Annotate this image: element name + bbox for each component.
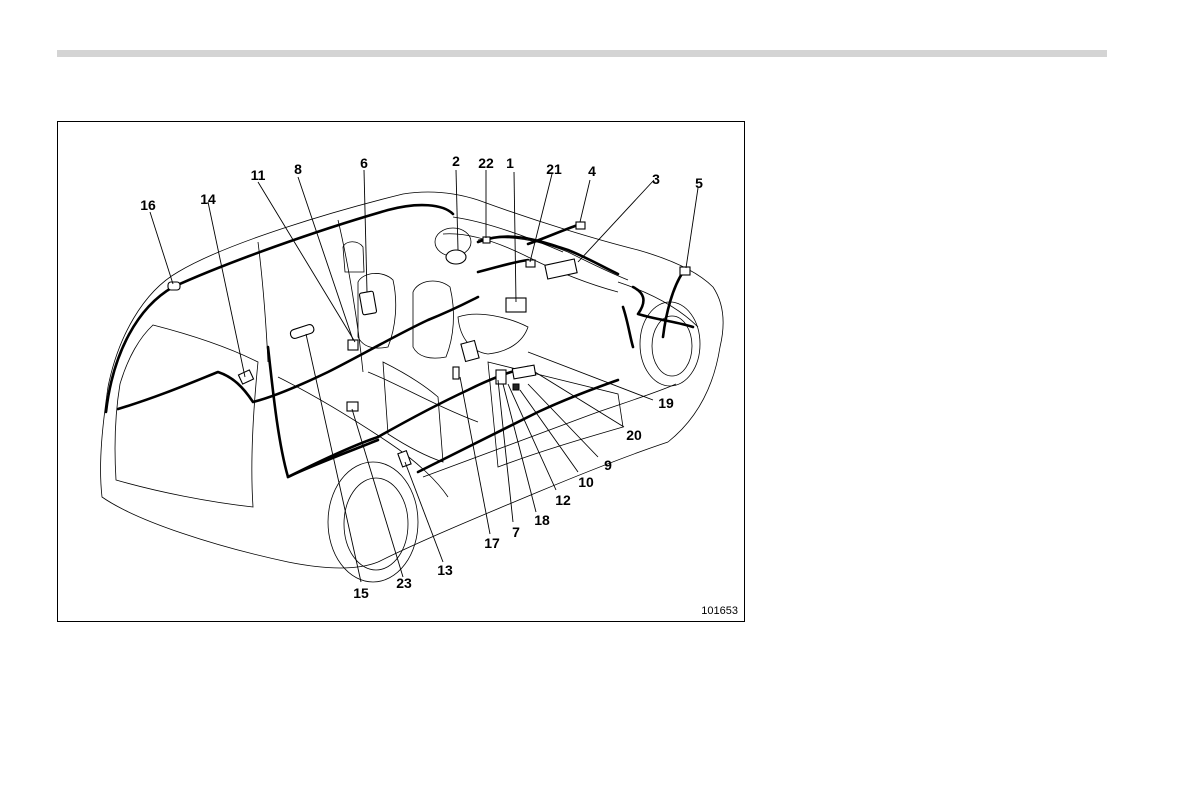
callout-9: 9: [604, 457, 612, 473]
callout-19: 19: [658, 395, 674, 411]
callout-23: 23: [396, 575, 412, 591]
rear-sensor-part: [238, 370, 253, 384]
callout-22: 22: [478, 155, 494, 171]
callout-16: 16: [140, 197, 156, 213]
front-seat-belt-part: [461, 340, 479, 361]
dash-connector-part: [483, 237, 490, 243]
buckle-part: [453, 367, 459, 379]
curtain-inflator-part: [168, 282, 180, 290]
callout-20: 20: [626, 427, 642, 443]
callout-21: 21: [546, 161, 562, 177]
vehicle-airbag-system-figure: 1 2 3 4 5 6 7 8 9 10 11 12 13 14 15 16 1…: [57, 121, 745, 622]
callout-3: 3: [652, 171, 660, 187]
side-sensor-part: [348, 340, 358, 350]
callout-12: 12: [555, 492, 571, 508]
callout-10: 10: [578, 474, 594, 490]
callout-15: 15: [353, 585, 369, 601]
callout-5: 5: [695, 175, 703, 191]
callout-4: 4: [588, 163, 596, 179]
floor-connector-part: [513, 384, 519, 390]
passenger-airbag-part: [545, 259, 577, 279]
front-sensor-right-part: [680, 267, 690, 275]
leader-lines: [150, 170, 698, 582]
callout-1: 1: [506, 155, 514, 171]
callout-labels: 1 2 3 4 5 6 7 8 9 10 11 12 13 14 15 16 1…: [140, 153, 703, 601]
seat-belt-tensioner-part: [496, 370, 506, 384]
callout-8: 8: [294, 161, 302, 177]
callout-7: 7: [512, 524, 520, 540]
figure-code: 101653: [701, 605, 738, 617]
callout-13: 13: [437, 562, 453, 578]
callout-17: 17: [484, 535, 500, 551]
callout-18: 18: [534, 512, 550, 528]
callout-2: 2: [452, 153, 460, 169]
rear-belt-part: [398, 451, 411, 467]
callout-11: 11: [251, 167, 266, 183]
side-curtain-inflator-part: [289, 323, 315, 339]
vehicle-body-outline: [101, 192, 724, 582]
callout-14: 14: [200, 191, 216, 207]
front-sensor-left-part: [576, 222, 585, 229]
header-rule: [57, 50, 1107, 57]
vehicle-cutaway-drawing: 1 2 3 4 5 6 7 8 9 10 11 12 13 14 15 16 1…: [58, 122, 746, 623]
wiring-harness: [106, 205, 693, 477]
seat-airbag-part: [359, 291, 377, 315]
steering-airbag-part: [446, 250, 466, 264]
floor-module-part: [512, 365, 535, 379]
callout-6: 6: [360, 155, 368, 171]
